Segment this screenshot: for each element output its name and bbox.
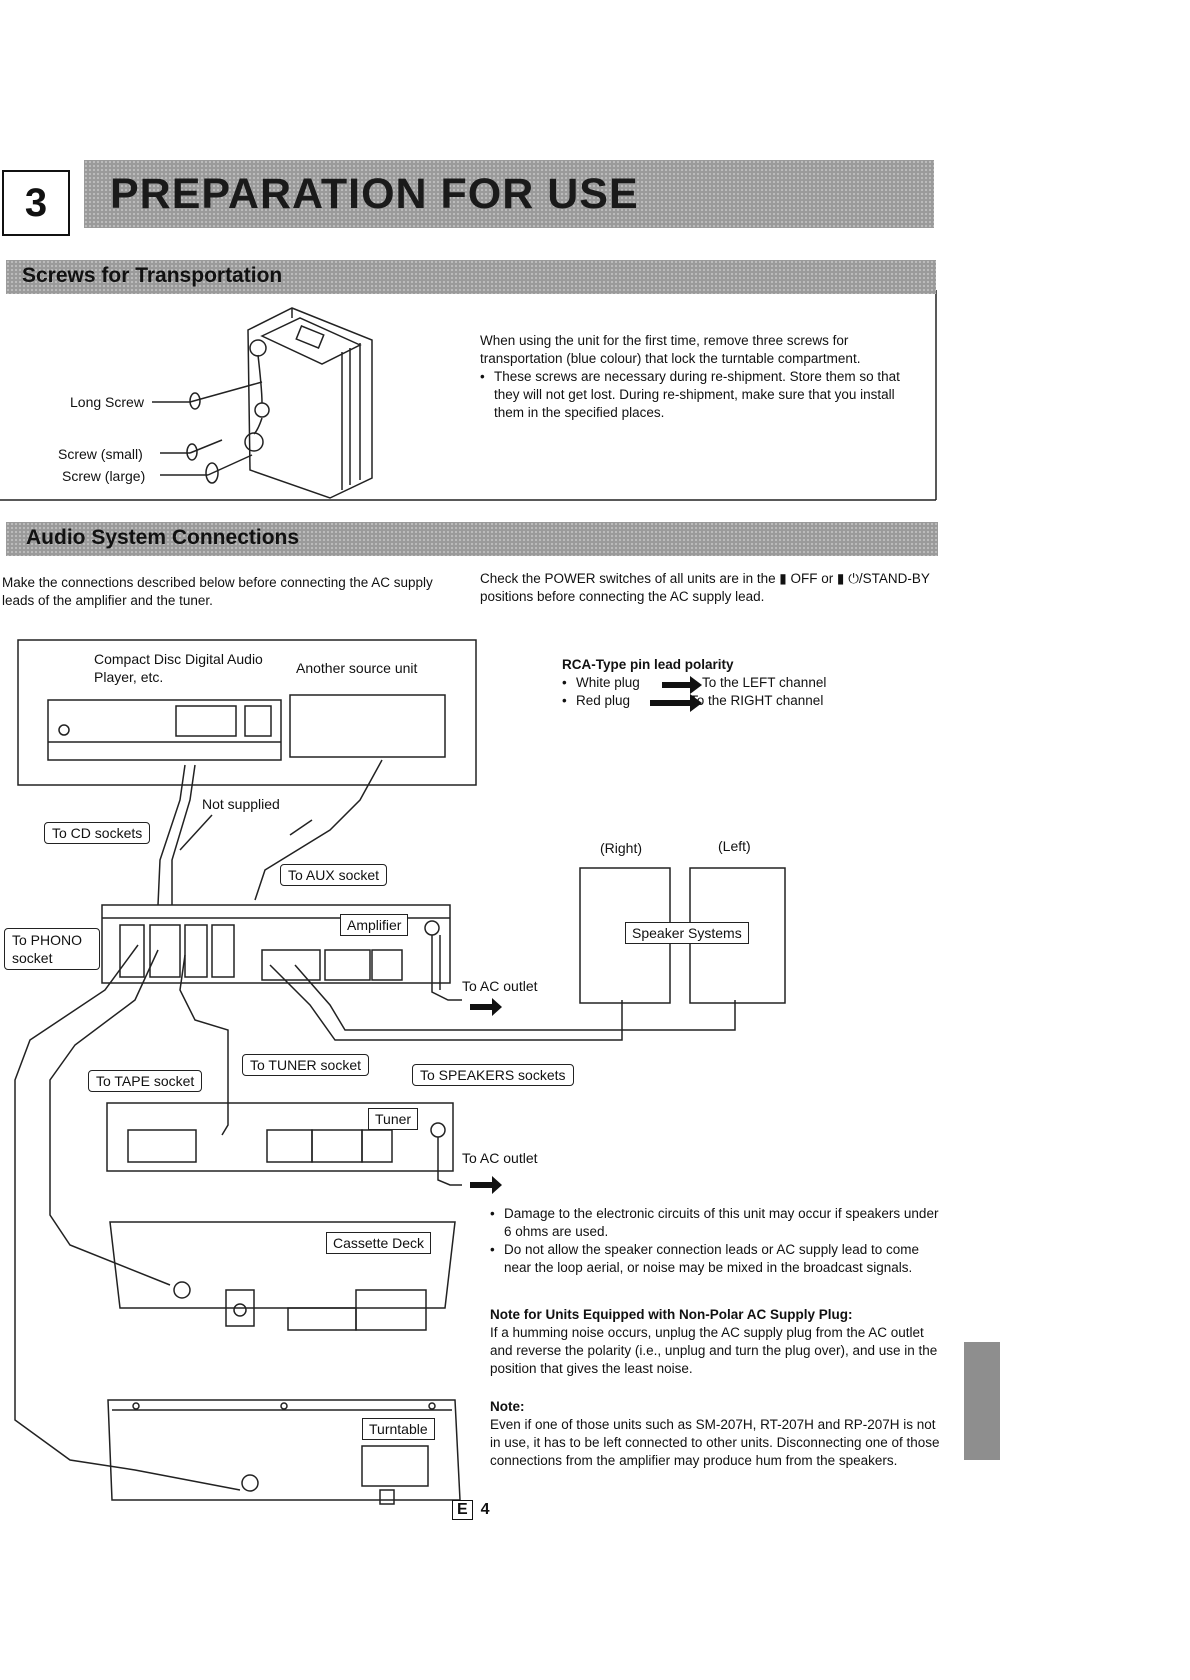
to-ac-outlet-amplifier: To AC outlet	[462, 978, 538, 994]
screw-large	[160, 454, 253, 484]
note-text: Even if one of those units such as SM-20…	[490, 1417, 940, 1468]
right-speaker-label: (Right)	[600, 840, 643, 856]
audio-intro-left: Make the connections described below bef…	[2, 575, 433, 608]
note-bullet-speakers: Damage to the electronic circuits of thi…	[490, 1205, 948, 1241]
to-phono-socket-callout: To PHONO socket	[4, 928, 100, 970]
left-speaker-label: (Left)	[718, 838, 751, 854]
screws-paragraph: When using the unit for the first time, …	[480, 333, 861, 366]
nonpolar-note: Note for Units Equipped with Non-Polar A…	[490, 1306, 948, 1378]
to-tuner-socket-callout: To TUNER socket	[242, 1054, 369, 1076]
tuner-label: Tuner	[368, 1108, 419, 1130]
to-aux-socket-callout: To AUX socket	[280, 864, 388, 886]
to-speakers-sockets-callout: To SPEAKERS sockets	[412, 1064, 574, 1086]
chapter-title-bar	[84, 160, 934, 228]
screws-section-title: Screws for Transportation	[22, 264, 283, 287]
page-number: 4	[480, 1501, 490, 1518]
to-ac-outlet-tuner: To AC outlet	[462, 1150, 538, 1166]
language-code: E	[452, 1500, 473, 1520]
rca-polarity-white: • White plug To the LEFT channel	[562, 675, 827, 690]
general-note: Note: Even if one of those units such as…	[490, 1398, 948, 1470]
note-bullet-leads: Do not allow the speaker connection lead…	[490, 1241, 948, 1277]
to-cd-sockets-callout: To CD sockets	[44, 822, 151, 844]
long-screw-label: Long Screw	[70, 394, 144, 410]
note-title: Note:	[490, 1399, 525, 1414]
long-screw	[152, 381, 263, 410]
not-supplied-label: Not supplied	[202, 796, 280, 812]
audio-section-bar	[6, 522, 938, 556]
screws-description: When using the unit for the first time, …	[480, 332, 912, 422]
amplifier-label: Amplifier	[340, 914, 409, 936]
rca-polarity: RCA-Type pin lead polarity • White plug …	[562, 656, 892, 710]
rca-polarity-title: RCA-Type pin lead polarity	[562, 657, 734, 672]
to-tape-socket-callout: To TAPE socket	[88, 1070, 203, 1092]
turntable-underside-illustration	[244, 307, 373, 499]
page-footer: E 4	[452, 1500, 490, 1520]
nonpolar-text: If a humming noise occurs, unplug the AC…	[490, 1325, 938, 1376]
screw-small	[160, 439, 223, 461]
screws-bullet: These screws are necessary during re-shi…	[480, 368, 912, 422]
chapter-number: 3	[2, 170, 70, 236]
speaker-systems-label: Speaker Systems	[625, 922, 749, 944]
screw-large-label: Screw (large)	[62, 468, 146, 484]
chapter-title: PREPARATION FOR USE	[110, 170, 639, 218]
rca-polarity-red: • Red plug To the RIGHT channel	[562, 693, 824, 708]
nonpolar-title: Note for Units Equipped with Non-Polar A…	[490, 1307, 853, 1322]
notes-bullets: Damage to the electronic circuits of thi…	[490, 1205, 948, 1277]
screw-small-label: Screw (small)	[58, 446, 143, 462]
cassette-deck-label: Cassette Deck	[326, 1232, 432, 1254]
audio-intro-right: Check the POWER switches of all units ar…	[480, 571, 930, 604]
another-source-label: Another source unit	[296, 660, 418, 676]
turntable-label: Turntable	[362, 1418, 435, 1440]
cd-player-label: Compact Disc Digital Audio Player, etc.	[94, 651, 263, 685]
audio-section-title: Audio System Connections	[26, 526, 300, 549]
screws-section-bar	[6, 260, 936, 294]
